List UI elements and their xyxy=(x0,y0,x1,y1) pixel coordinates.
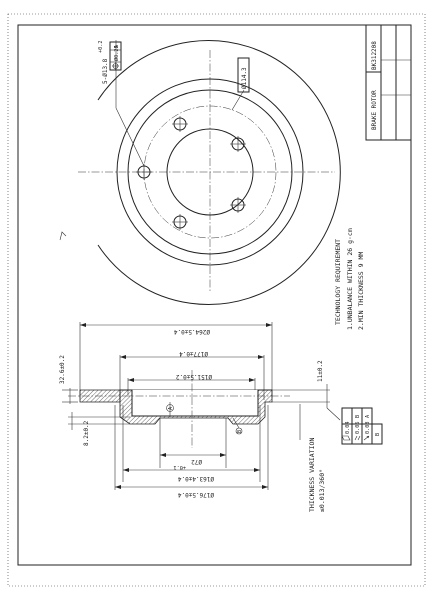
bolt-holes-tolerance: +0.2 xyxy=(98,41,104,54)
pcd-callout: Ø114.3 xyxy=(231,57,250,111)
dim-177-text: Ø177±0.4 xyxy=(179,350,208,357)
dim-151-text: Ø151.5±0.2 xyxy=(175,373,212,380)
fcf-runout-value: 0.08 xyxy=(365,422,371,435)
dim-176: Ø176.5±0.4 xyxy=(115,485,268,498)
dim-72-tolerance: +0.1 xyxy=(174,464,187,470)
fcf-parallel-datum: B xyxy=(355,415,361,418)
position-datum: A xyxy=(114,44,120,48)
datum-a-marker: A xyxy=(166,402,174,417)
position-tolerance-frame xyxy=(109,41,122,71)
fcf-runout-datum-2: B xyxy=(375,433,381,436)
dim-hat-thickness-text: 8.2±0.2 xyxy=(83,420,90,446)
dim-72: Ø72 +0.1 xyxy=(160,453,226,470)
bolt-hole xyxy=(136,164,152,180)
notes-line-1: 1.UNBALANCE WITHIN 26 g·cm xyxy=(346,228,354,330)
runout-symbol-icon xyxy=(363,435,370,441)
bolt-hole xyxy=(172,116,188,132)
outer-disc-arc xyxy=(97,40,341,305)
hat-circle xyxy=(127,89,293,255)
bolt-hole-callout: Ø0.25 A 5-Ø13.8 +0.2 xyxy=(98,40,145,167)
notes-line-2: 2.MIN THICKNESS 9 MM xyxy=(357,252,365,330)
braking-ring-inner-circle xyxy=(116,78,304,266)
thickness-variation-value: ≤0.013/360° xyxy=(318,469,326,512)
section-view: Ø264.5±0.4 Ø177±0.4 Ø151.5±0.2 Ø72 +0.1 … xyxy=(59,322,330,498)
fcf-flatness-value: 0.04 xyxy=(345,422,351,435)
title-block: BRAKE ROTOR BK312208 xyxy=(365,24,412,141)
datum-b-text: B xyxy=(237,430,243,433)
dim-disc-thickness-text: 11±0.2 xyxy=(317,360,324,382)
fcf-runout-datum: A xyxy=(365,414,371,418)
title-block-title: BRAKE ROTOR xyxy=(371,90,378,130)
drawing-border xyxy=(17,24,412,566)
outer-frame xyxy=(7,13,426,587)
dim-163: Ø163.4±0.4 xyxy=(123,468,260,482)
center-bore-circle xyxy=(166,128,254,216)
view-arrow-mark xyxy=(59,231,67,241)
thickness-variation: THICKNESS VARIATION ≤0.013/360° xyxy=(299,404,326,512)
dim-177: Ø177±0.4 xyxy=(120,350,264,359)
dim-height-text: 32.6±0.2 xyxy=(59,355,66,384)
datum-b-marker: B xyxy=(232,417,243,435)
feature-control-frame: 0.04 0.06 B 0.08 A B xyxy=(326,407,383,445)
position-symbol-icon xyxy=(112,62,119,70)
dim-176-text: Ø176.5±0.4 xyxy=(177,491,214,498)
dim-outer-diameter: Ø264.5±0.4 xyxy=(80,323,272,335)
dim-disc-thickness: 11±0.2 xyxy=(272,360,330,408)
dim-hat-thickness: 8.2±0.2 xyxy=(68,412,130,446)
thickness-variation-label: THICKNESS VARIATION xyxy=(308,438,316,512)
title-block-part-number: BK312208 xyxy=(371,41,378,70)
section-hub-outline xyxy=(119,389,272,417)
position-tolerance-value: Ø0.25 xyxy=(113,45,120,61)
dim-72-text: Ø72 xyxy=(191,458,202,465)
dim-151: Ø151.5±0.2 xyxy=(128,373,255,382)
bolt-hole xyxy=(230,136,246,152)
fcf-parallel-value: 0.06 xyxy=(355,422,361,435)
parallelism-symbol-icon xyxy=(354,435,361,441)
datum-a-text: A xyxy=(168,406,174,410)
bolt-hole xyxy=(230,197,246,213)
front-view: Ø0.25 A 5-Ø13.8 +0.2 Ø114.3 xyxy=(59,40,341,305)
dim-outer-diameter-text: Ø264.5±0.4 xyxy=(173,328,210,335)
bolt-hole xyxy=(172,214,188,230)
flatness-symbol-icon xyxy=(341,435,351,441)
dim-height: 32.6±0.2 xyxy=(59,355,78,404)
section-hub-void xyxy=(132,390,258,416)
dim-163-text: Ø163.4±0.4 xyxy=(177,475,214,482)
notes-heading: TECHNOLOGY REQUIREMENT xyxy=(334,239,342,325)
bolt-holes-callout: 5-Ø13.8 xyxy=(102,58,109,84)
technology-notes: TECHNOLOGY REQUIREMENT 1.UNBALANCE WITHI… xyxy=(334,228,365,330)
pcd-callout-text: Ø114.3 xyxy=(241,67,248,89)
